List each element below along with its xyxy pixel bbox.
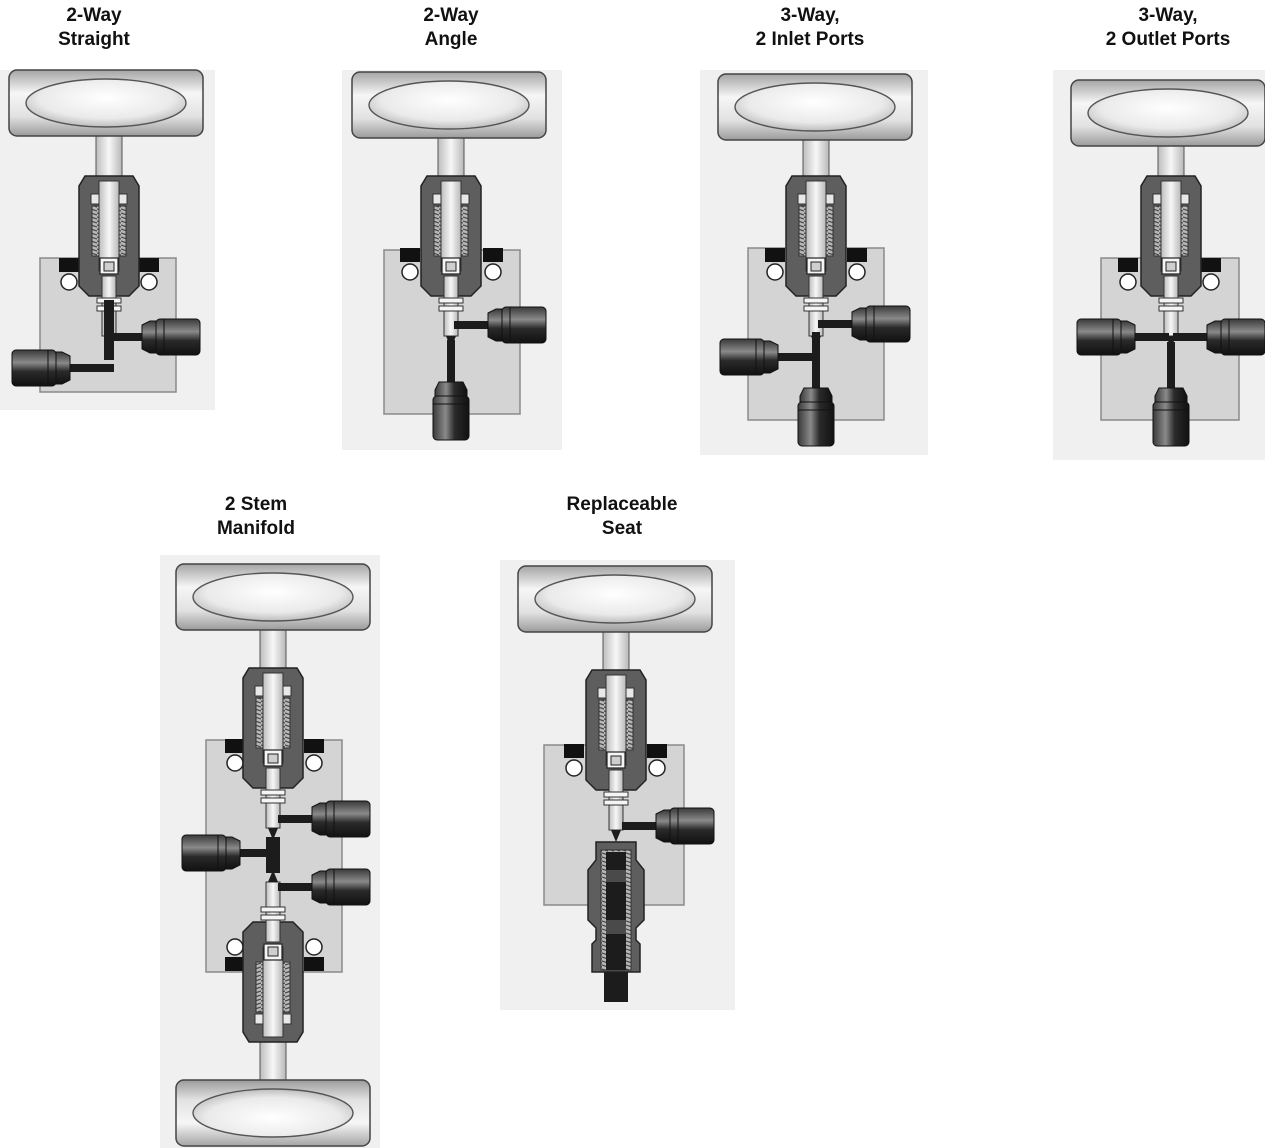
caption-line: Straight	[58, 29, 130, 50]
caption-line: 2 Inlet Ports	[755, 29, 865, 50]
caption-line: 2 Stem	[224, 494, 288, 515]
caption-line: 2-Way	[423, 5, 479, 26]
handle	[1070, 79, 1265, 147]
caption-line: 3-Way,	[780, 5, 840, 26]
caption-2-way-angle: 2-Way Angle	[331, 4, 571, 52]
caption-3-way-2-outlet: 3-Way, 2 Outlet Ports	[1048, 4, 1265, 52]
caption-line: 2 Outlet Ports	[1105, 29, 1231, 50]
handle	[351, 71, 547, 139]
needle-valve-3-way-2-inlet-diagram	[700, 70, 928, 455]
needle-valve-2-way-angle-diagram	[342, 70, 562, 450]
caption-replaceable-seat: Replaceable Seat	[502, 493, 742, 541]
needle-valve-replaceable-seat-diagram	[500, 560, 735, 1010]
inlet-port	[604, 972, 628, 1002]
caption-2-way-straight: 2-Way Straight	[0, 4, 214, 52]
handle	[175, 1079, 371, 1147]
caption-line: Seat	[601, 518, 643, 539]
needle-valve-2-way-straight-diagram	[0, 69, 215, 410]
needle-valve-2-stem-manifold-diagram	[160, 555, 380, 1148]
needle-valve-3-way-2-outlet-diagram	[1053, 70, 1265, 460]
handle	[717, 73, 913, 141]
caption-line: Replaceable	[566, 494, 678, 515]
caption-line: Manifold	[216, 518, 296, 539]
handle	[175, 563, 371, 631]
caption-line: Angle	[424, 29, 478, 50]
caption-line: 2-Way	[66, 5, 122, 26]
caption-3-way-2-inlet: 3-Way, 2 Inlet Ports	[690, 4, 930, 52]
handle	[8, 69, 204, 137]
caption-2-stem-manifold: 2 Stem Manifold	[136, 493, 376, 541]
caption-line: 3-Way,	[1138, 5, 1198, 26]
handle	[517, 565, 713, 633]
